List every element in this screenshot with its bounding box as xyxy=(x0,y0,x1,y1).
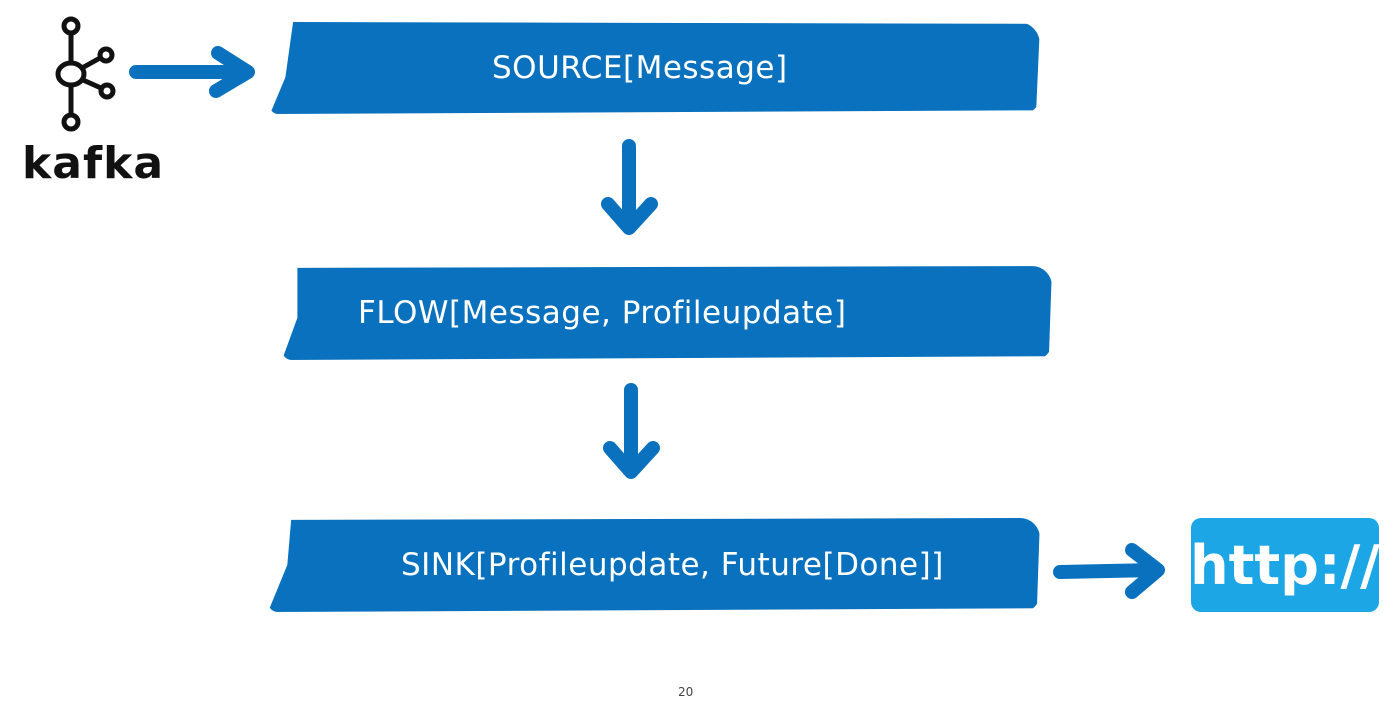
http-endpoint: http:// xyxy=(1190,518,1380,612)
arrow-right-icon xyxy=(129,46,255,98)
arrow-down-icon xyxy=(603,383,660,479)
sink-stage-label: SINK[Profileupdate, Future[Done]] xyxy=(401,547,944,583)
source-stage: SOURCE[Message] xyxy=(270,22,1040,114)
arrow-down-icon xyxy=(601,139,658,235)
arrow-right-icon xyxy=(1053,543,1165,599)
page-number: 20 xyxy=(678,685,694,699)
kafka-logo-icon xyxy=(55,16,116,132)
source-stage-label: SOURCE[Message] xyxy=(492,50,788,86)
flow-stage: FLOW[Message, Profileupdate] xyxy=(282,266,1052,360)
http-label: http:// xyxy=(1190,533,1380,597)
kafka-label: kafka xyxy=(22,138,165,189)
sink-stage: SINK[Profileupdate, Future[Done]] xyxy=(268,518,1040,612)
flow-stage-label: FLOW[Message, Profileupdate] xyxy=(358,295,847,331)
